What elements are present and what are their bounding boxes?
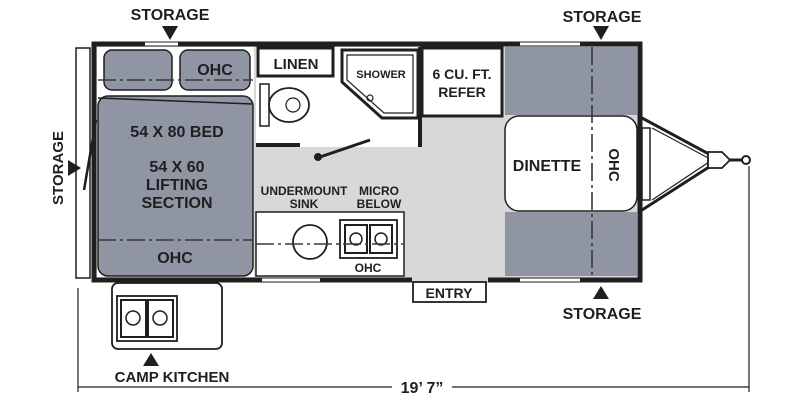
bed-fold-line	[97, 97, 254, 105]
camp-burner-left-icon	[120, 299, 147, 338]
bed-top-cushion-left	[103, 49, 173, 91]
storage-label-top-left: STORAGE	[131, 7, 210, 24]
trailer-outer-wall	[91, 41, 643, 283]
hitch-coupler-icon	[707, 151, 732, 169]
rear-storage-door	[82, 119, 98, 191]
dinette-table	[504, 115, 638, 212]
toilet-seat	[285, 97, 301, 113]
camp-kitchen-arrow-icon	[143, 353, 159, 366]
camp-kitchen-label: CAMP KITCHEN	[115, 369, 230, 386]
bed-mattress	[97, 95, 254, 277]
door-hinge-icon	[314, 153, 322, 161]
storage-arrow-top-right-icon	[593, 26, 609, 40]
undermount-sink-label-1: UNDERMOUNT	[261, 184, 348, 198]
refrigerator	[420, 46, 504, 118]
burner-left-grate	[349, 232, 363, 246]
storage-label-bottom-right: STORAGE	[563, 306, 642, 323]
burner-left-icon	[344, 224, 368, 254]
hitch-ball-icon	[741, 155, 751, 165]
lifting-section-label-3: SECTION	[141, 195, 212, 212]
refer-label-2: REFER	[438, 84, 485, 100]
ohc-label-bed-bottom: OHC	[157, 250, 193, 267]
shower-stall	[340, 48, 420, 120]
linen-cabinet	[256, 46, 335, 78]
camp-burner-right-icon	[147, 299, 174, 338]
ohc-label-kitchen: OHC	[355, 261, 382, 275]
rear-storage-panel	[75, 47, 91, 279]
refer-label-1: 6 CU. FT.	[432, 66, 491, 82]
storage-label-left: STORAGE	[50, 131, 67, 205]
storage-label-top-right: STORAGE	[563, 9, 642, 26]
length-dimension-label: 19’ 7”	[401, 380, 444, 397]
sink-icon	[292, 224, 328, 260]
shower-drain-icon	[366, 94, 374, 102]
toilet-bowl-icon	[268, 87, 310, 123]
ohc-label-dinette: OHC	[605, 148, 622, 182]
storage-arrow-left-icon	[68, 160, 81, 176]
entry-step	[412, 281, 487, 303]
camp-burner-right-grate	[152, 310, 168, 326]
bathroom-door	[319, 138, 371, 159]
bed-size-label: 54 X 80 BED	[130, 124, 223, 141]
burner-right-grate	[374, 232, 388, 246]
lifting-section-label-1: 54 X 60	[149, 159, 204, 176]
dinette-label: DINETTE	[513, 158, 582, 175]
micro-below-label-2: BELOW	[357, 197, 402, 211]
entry-label: ENTRY	[426, 285, 474, 301]
shower-pan	[346, 54, 414, 114]
lifting-section-label-2: LIFTING	[146, 177, 208, 194]
storage-arrow-bottom-right-icon	[593, 286, 609, 299]
micro-below-label-1: MICRO	[359, 184, 399, 198]
shower-label: SHOWER	[356, 69, 406, 81]
toilet-tank	[259, 83, 270, 127]
burner-right-icon	[369, 224, 393, 254]
dinette-seat-bottom	[505, 212, 637, 276]
undermount-sink-label-2: SINK	[290, 197, 319, 211]
storage-arrow-top-left-icon	[162, 26, 178, 40]
hitch-box	[641, 127, 651, 201]
dinette-seat-top	[505, 47, 637, 115]
camp-burner-left-grate	[125, 310, 141, 326]
linen-label: LINEN	[274, 56, 319, 73]
ohc-label-bed-top: OHC	[197, 62, 233, 79]
